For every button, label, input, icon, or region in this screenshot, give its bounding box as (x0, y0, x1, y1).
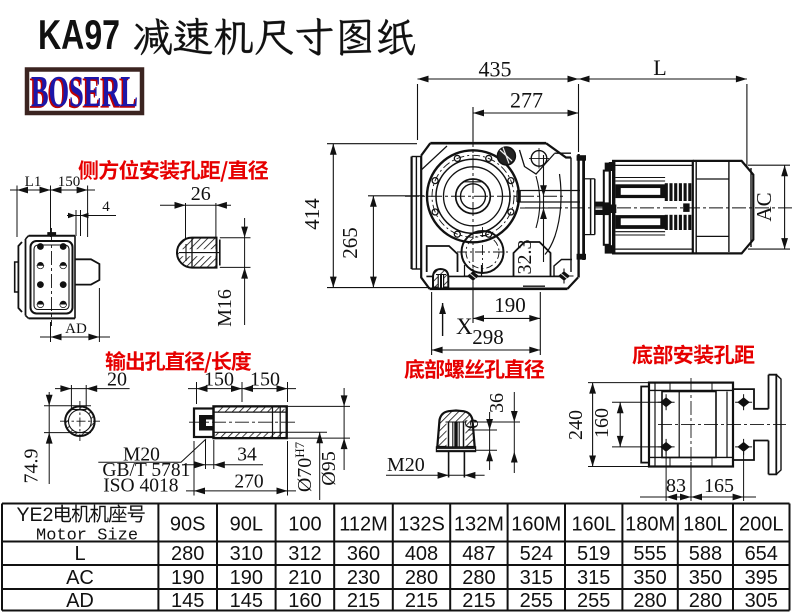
svg-text:100: 100 (288, 514, 321, 536)
svg-text:190: 190 (171, 567, 204, 589)
svg-text:350: 350 (689, 567, 722, 589)
svg-text:74.9: 74.9 (21, 449, 43, 484)
svg-text:487: 487 (462, 543, 495, 565)
svg-text:255: 255 (520, 590, 553, 612)
svg-text:BOSERL: BOSERL (30, 69, 137, 118)
svg-text:GB/T 5781: GB/T 5781 (102, 460, 190, 481)
svg-text:AD: AD (66, 590, 94, 612)
svg-text:83: 83 (666, 475, 686, 497)
svg-text:408: 408 (405, 543, 438, 565)
svg-text:280: 280 (405, 567, 438, 589)
svg-text:32.3: 32.3 (514, 240, 536, 275)
svg-text:M20: M20 (123, 445, 160, 466)
svg-text:160L: 160L (571, 514, 616, 536)
svg-text:312: 312 (288, 543, 321, 565)
svg-text:350: 350 (633, 567, 666, 589)
svg-text:280: 280 (462, 567, 495, 589)
svg-text:Motor Size: Motor Size (36, 527, 138, 546)
svg-text:YE2: YE2 (17, 504, 54, 526)
svg-text:270: 270 (234, 472, 263, 493)
svg-text:555: 555 (633, 543, 666, 565)
svg-text:160: 160 (288, 590, 321, 612)
svg-text:6: 6 (461, 419, 483, 429)
svg-text:414: 414 (300, 198, 324, 230)
svg-text:M20: M20 (387, 454, 425, 476)
svg-text:200L: 200L (739, 514, 784, 536)
svg-text:255: 255 (577, 590, 610, 612)
svg-text:395: 395 (745, 567, 778, 589)
svg-text:265: 265 (338, 227, 362, 259)
svg-text:AD: AD (65, 321, 87, 337)
svg-text:ISO 4018: ISO 4018 (103, 476, 178, 497)
svg-text:20: 20 (107, 369, 127, 391)
svg-text:132S: 132S (398, 514, 445, 536)
svg-text:Ø95: Ø95 (318, 451, 340, 485)
svg-text:230: 230 (347, 567, 380, 589)
svg-text:310: 310 (230, 543, 263, 565)
svg-text:165: 165 (704, 475, 734, 497)
svg-text:190: 190 (230, 567, 263, 589)
svg-text:L: L (653, 55, 666, 80)
svg-text:210: 210 (288, 567, 321, 589)
svg-text:4: 4 (102, 199, 110, 215)
svg-text:90L: 90L (230, 514, 263, 536)
svg-text:112M: 112M (339, 514, 388, 536)
svg-text:180L: 180L (683, 514, 728, 536)
svg-text:519: 519 (577, 543, 610, 565)
svg-text:524: 524 (520, 543, 553, 565)
svg-text:280: 280 (689, 590, 722, 612)
svg-text:M16: M16 (214, 289, 236, 327)
svg-text:305: 305 (745, 590, 778, 612)
svg-text:145: 145 (171, 590, 204, 612)
svg-text:215: 215 (405, 590, 438, 612)
svg-text:280: 280 (633, 590, 666, 612)
svg-text:26: 26 (191, 183, 211, 205)
svg-text:215: 215 (462, 590, 495, 612)
svg-text:315: 315 (577, 567, 610, 589)
svg-text:277: 277 (510, 88, 543, 113)
svg-text:BOSERL: BOSERL (31, 67, 138, 116)
svg-text:360: 360 (347, 543, 380, 565)
svg-text:34: 34 (237, 445, 257, 466)
svg-text:Ø70H7: Ø70H7 (292, 441, 316, 492)
svg-text:AC: AC (752, 192, 776, 221)
svg-text:280: 280 (171, 543, 204, 565)
svg-text:L: L (74, 543, 85, 565)
svg-text:435: 435 (479, 57, 512, 82)
svg-text:654: 654 (745, 543, 778, 565)
svg-text:180M: 180M (625, 514, 675, 536)
svg-text:315: 315 (520, 567, 553, 589)
svg-text:X: X (456, 314, 473, 339)
svg-text:150: 150 (58, 174, 81, 190)
svg-text:L1: L1 (25, 174, 42, 190)
svg-text:298: 298 (472, 325, 504, 349)
svg-text:160: 160 (591, 408, 613, 438)
svg-text:240: 240 (565, 410, 587, 440)
svg-text:160M: 160M (511, 514, 561, 536)
svg-text:132M: 132M (454, 514, 504, 536)
svg-text:KA97: KA97 (38, 11, 120, 58)
svg-text:150: 150 (250, 369, 280, 391)
svg-text:190: 190 (494, 293, 526, 317)
svg-text:150: 150 (204, 369, 234, 391)
svg-text:588: 588 (689, 543, 722, 565)
svg-text:145: 145 (230, 590, 263, 612)
svg-text:90S: 90S (170, 514, 206, 536)
svg-text:AC: AC (66, 567, 94, 589)
svg-text:215: 215 (347, 590, 380, 612)
svg-text:36: 36 (486, 393, 508, 413)
